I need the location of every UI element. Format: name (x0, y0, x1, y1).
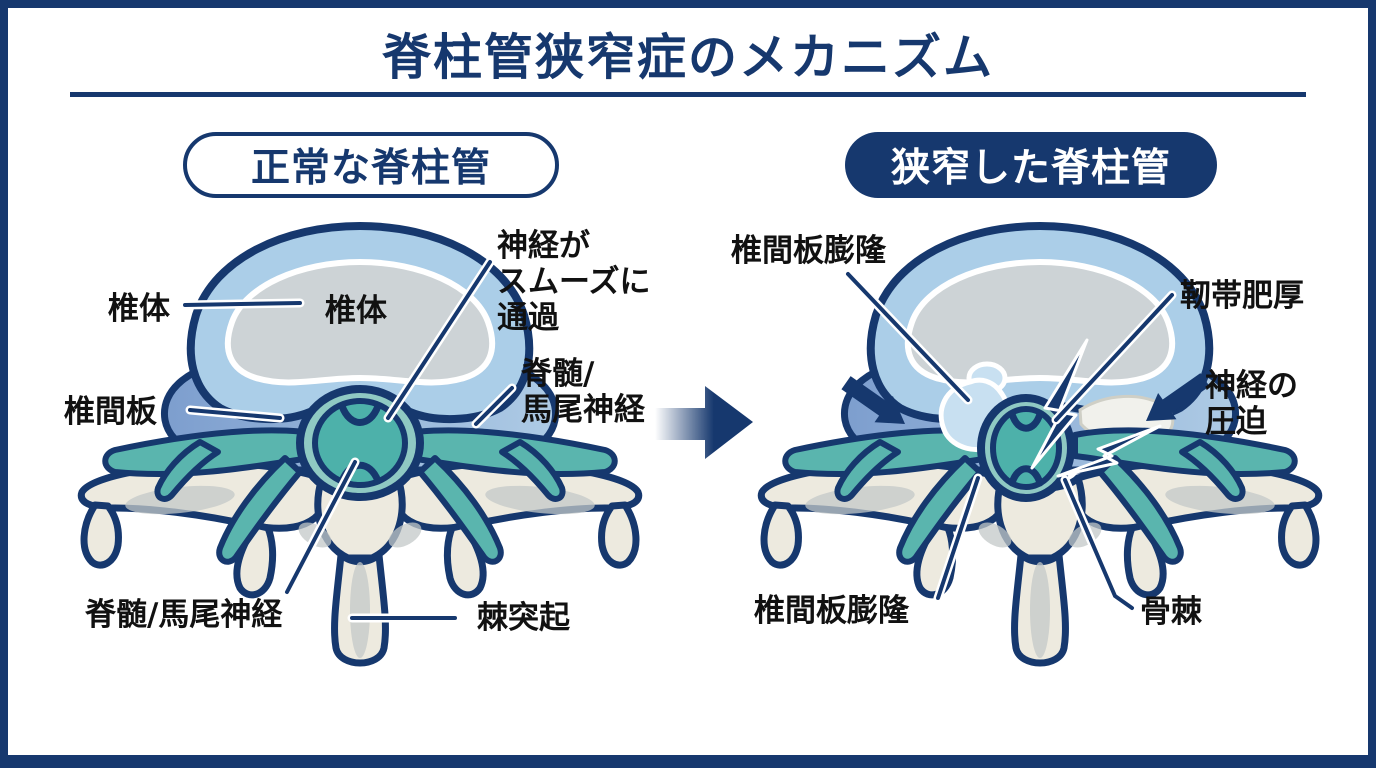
transition-arrow-icon (655, 386, 753, 459)
label-vertebral-body-inner: 椎体 (325, 293, 387, 329)
label-disc-bulge-top: 椎間板膨隆 (731, 233, 886, 269)
label-spinous-process: 棘突起 (477, 600, 570, 636)
title-underline (70, 92, 1306, 97)
spinal-cord-shape (296, 385, 424, 501)
label-cord-upper: 脊髄/ 馬尾神経 (521, 356, 645, 428)
nerve-roots-shape (102, 427, 618, 565)
label-ligament-hypertrophy: 靭帯肥厚 (1180, 278, 1304, 314)
heading-stenotic-canal: 狭窄した脊柱管 (845, 132, 1217, 198)
label-vertebral-body: 椎体 (108, 291, 170, 327)
label-disc: 椎間板 (64, 394, 157, 430)
label-cord-lower: 脊髄/馬尾神経 (85, 597, 283, 633)
label-nerve-pass: 神経が スムーズに 通過 (497, 228, 651, 336)
label-nerve-compression: 神経の 圧迫 (1205, 368, 1298, 440)
label-bone-spur: 骨棘 (1140, 594, 1202, 630)
bone-shading (805, 485, 1275, 658)
label-disc-bulge-bottom: 椎間板膨隆 (754, 593, 909, 629)
page-title: 脊柱管狭窄症のメカニズム (381, 29, 994, 86)
heading-normal-canal: 正常な脊柱管 (183, 132, 559, 198)
spinal-cord-shape (977, 394, 1075, 502)
